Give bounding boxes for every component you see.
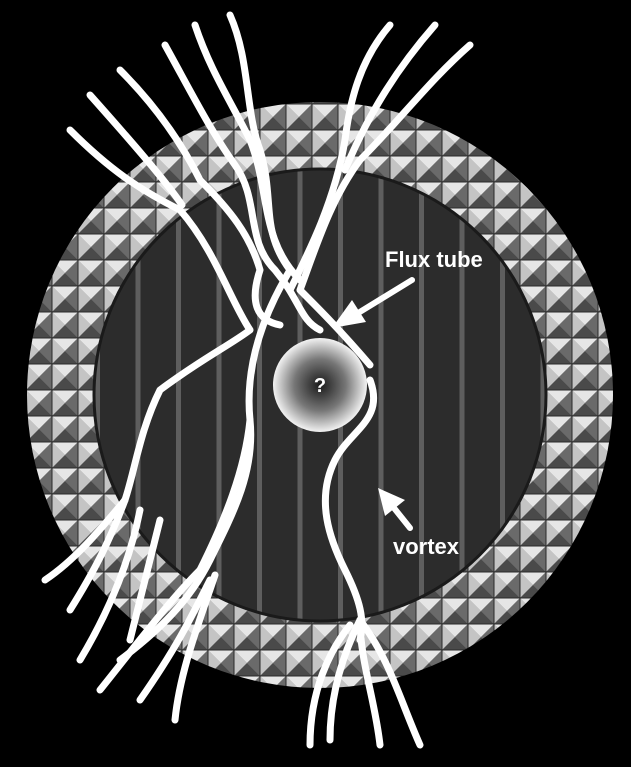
flux-tube-label: Flux tube: [385, 247, 483, 272]
core-question-mark: ?: [314, 375, 326, 397]
vortex-label: vortex: [393, 534, 460, 559]
